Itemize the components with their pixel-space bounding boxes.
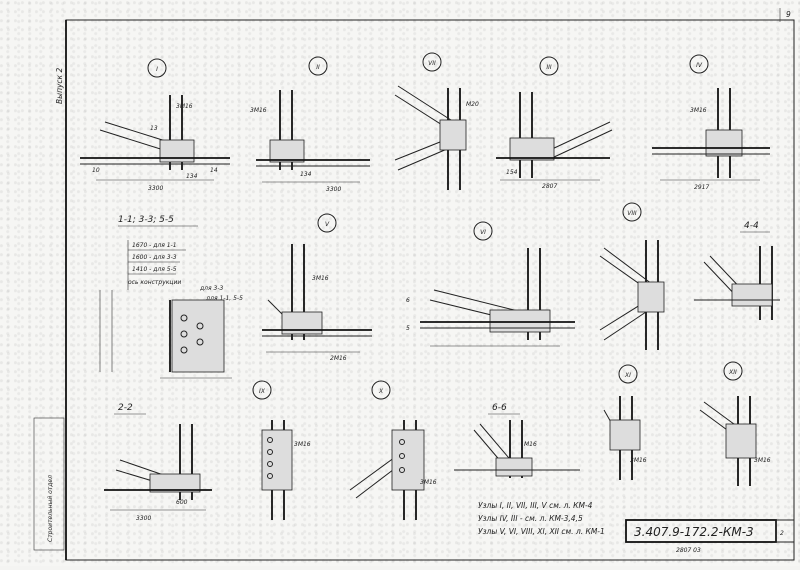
node-x: X 3М16 [349,380,437,520]
node-marker-iv [689,54,709,74]
node-viii: VIII [599,202,665,350]
section-title-2-2: 2-2 [118,403,133,413]
svg-text:М20: М20 [466,101,479,108]
node-marker-ix [252,380,272,400]
svg-text:для 3-3: для 3-3 [199,285,223,292]
node-xii: XII 3М16 [699,361,771,486]
svg-text:14: 14 [210,167,218,174]
node-marker-iii [539,56,559,76]
node-label-iii: III [546,64,552,71]
side-stamp: Строительный отдел [47,475,54,542]
node-marker-i [147,58,167,78]
svg-text:6: 6 [406,297,410,304]
svg-text:ось конструкции: ось конструкции [128,279,181,286]
svg-text:2917: 2917 [694,184,709,191]
node-label-xii: XII [728,369,737,376]
node-i: I 3300 134 3М16 13 10 14 [80,58,230,192]
node-marker-xi [618,364,638,384]
note-line-2: Узлы IV, III - см. л. КМ-3,4,5 [478,514,583,523]
svg-text:1410 - для 5-5: 1410 - для 5-5 [132,266,177,273]
section-title-4-4: 4-4 [744,221,759,231]
sub-code: 2807 03 [676,547,701,554]
node-marker-x [371,380,391,400]
title-block: 3.407.9-172.2-КМ-3 2 2807 03 [625,519,795,554]
node-vi: VI 6 5 [406,221,575,347]
svg-text:3М16: 3М16 [420,479,437,486]
svg-text:М16: М16 [524,441,537,448]
svg-text:3М16: 3М16 [250,107,267,114]
svg-text:3М16: 3М16 [754,457,771,464]
svg-text:2М16: 2М16 [330,355,347,362]
node-label-vii: VII [428,60,436,67]
notes: Узлы I, II, VII, III, V см. л. КМ-4 Узлы… [478,501,605,536]
svg-text:3М16: 3М16 [312,275,329,282]
node-marker-xii [723,361,743,381]
node-label-ix: IX [259,388,266,395]
svg-text:134: 134 [186,173,198,180]
note-line-3: Узлы V, VI, VIII, XI, XII см. л. КМ-1 [478,527,605,536]
svg-text:3300: 3300 [326,186,341,193]
node-marker-viii [622,202,642,222]
node-label-xi: XI [624,372,631,379]
svg-text:600: 600 [176,499,188,506]
svg-text:3М16: 3М16 [630,457,647,464]
node-label-iv: IV [696,62,703,69]
node-xi: XI 3М16 [603,364,647,480]
section-title-6-6: 6-6 [492,403,507,413]
svg-text:3М16: 3М16 [176,103,193,110]
node-marker-vii [422,52,442,72]
node-ix: IX 3М16 [252,380,311,520]
side-stamp-box [33,417,65,551]
svg-text:3300: 3300 [148,185,163,192]
svg-text:13: 13 [150,125,158,132]
svg-text:3М16: 3М16 [294,441,311,448]
section-title-1-1: 1-1; 3-3; 5-5 [118,215,174,225]
svg-text:1670 - для 1-1: 1670 - для 1-1 [132,242,177,249]
svg-text:134: 134 [300,171,312,178]
note-line-1: Узлы I, II, VII, III, V см. л. КМ-4 [478,501,593,510]
svg-text:154: 154 [506,169,518,176]
section-1-1: 1-1; 3-3; 5-5 1670 - для 1-1 1600 - для … [99,215,243,379]
node-ii: II 3300 3М16 134 [250,56,370,193]
node-v: V 2М16 3М16 [262,213,372,362]
node-iv: IV 2917 3М16 [652,54,770,191]
svg-text:1600 - для 3-3: 1600 - для 3-3 [132,254,177,261]
svg-text:3М16: 3М16 [690,107,707,114]
node-iii: III 2807 154 [496,56,613,190]
node-marker-vi [473,221,493,241]
node-label-x: X [378,388,384,395]
node-label-i: I [156,66,158,73]
section-2-2: 2-2 3300 600 [104,403,212,522]
doc-sheet: 2 [780,530,784,537]
svg-text:для 1-1, 5-5: для 1-1, 5-5 [205,295,243,302]
node-label-ii: II [316,64,320,71]
node-vii: VII М20 [394,52,479,190]
page-number: 9 [786,10,791,19]
variant-label: Выпуск 2 [55,68,64,104]
doc-code: 3.407.9-172.2-КМ-3 [634,525,754,539]
node-marker-v [317,213,337,233]
svg-text:10: 10 [92,167,100,174]
svg-text:5: 5 [406,325,410,332]
section-4-4: 4-4 [694,221,780,320]
node-label-viii: VIII [627,210,637,217]
svg-text:3300: 3300 [136,515,151,522]
node-label-vi: VI [480,229,486,236]
section-6-6: 6-6 М16 [454,403,580,478]
node-marker-ii [308,56,328,76]
svg-text:2807: 2807 [542,183,557,190]
node-label-v: V [325,221,330,228]
